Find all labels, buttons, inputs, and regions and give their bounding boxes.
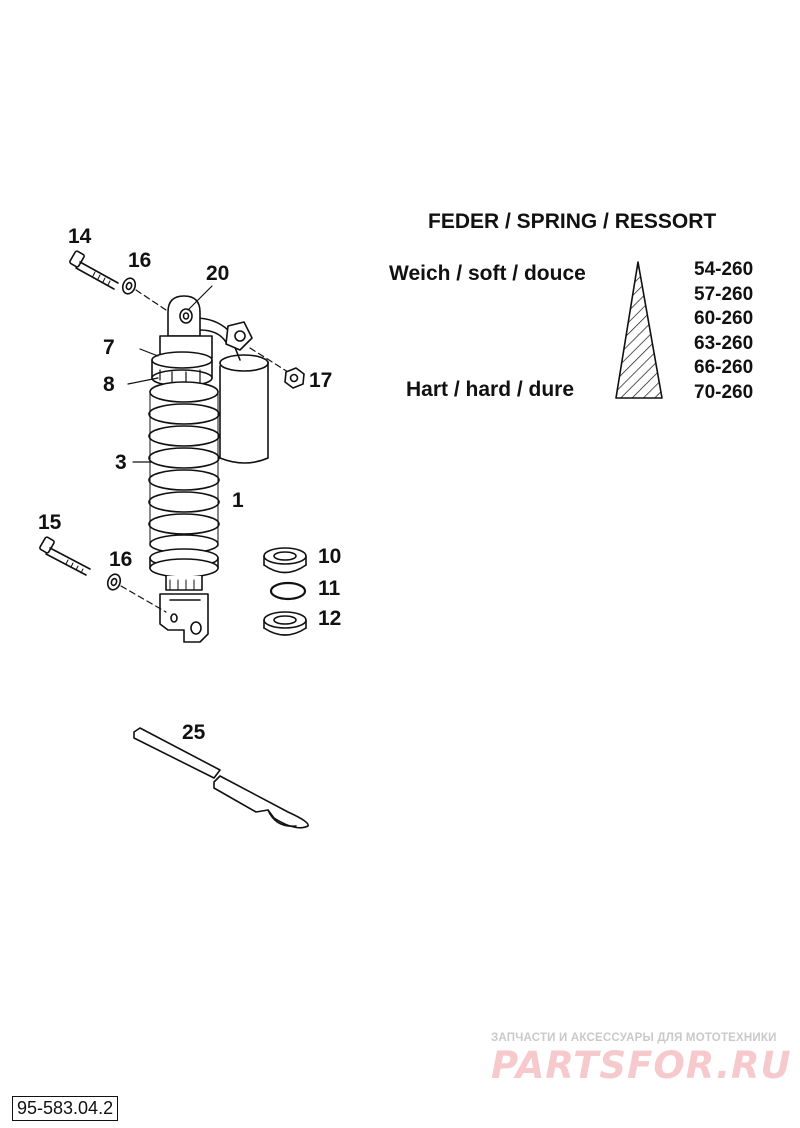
spring-table-title: FEDER / SPRING / RESSORT (428, 210, 717, 233)
spring-rate-item: 66-260 (694, 357, 754, 379)
callout-11: 11 (318, 577, 341, 600)
washer-top (121, 277, 137, 295)
callout-10: 10 (318, 545, 342, 568)
callout-3: 3 (115, 451, 127, 474)
callout-20: 20 (206, 262, 230, 285)
spring-rate-wedge (615, 261, 663, 399)
spring-coils (148, 381, 220, 554)
hook-spanner-25 (133, 727, 309, 829)
drawing-number: 95-583.04.2 (12, 1096, 119, 1121)
spring-rate-item: 70-260 (694, 381, 754, 403)
o-ring-11 (269, 581, 307, 601)
washer-bottom (106, 573, 122, 591)
callout-12: 12 (318, 607, 342, 630)
bushing-12 (263, 611, 307, 636)
callout-25: 25 (182, 721, 206, 744)
spring-rate-list: 54-260 57-260 60-260 63-260 66-260 70-26… (694, 258, 753, 406)
callout-1: 1 (232, 489, 244, 512)
shock-absorber (148, 295, 269, 643)
callout-8: 8 (103, 373, 115, 396)
bushing-10 (263, 547, 307, 574)
callout-16-top: 16 (128, 249, 152, 272)
spring-soft-label: Weich / soft / douce (389, 262, 586, 285)
callout-17: 17 (309, 369, 333, 392)
nut-17 (284, 367, 305, 389)
watermark-logo: PARTSFOR.RU (491, 1044, 792, 1087)
bolt-bottom (39, 536, 91, 576)
spring-hard-label: Hart / hard / dure (406, 378, 575, 401)
callout-7: 7 (103, 336, 115, 359)
bolt-top (69, 250, 119, 290)
spring-rate-item: 60-260 (694, 308, 754, 330)
spring-rate-item: 54-260 (694, 259, 754, 280)
spring-rate-item: 63-260 (694, 332, 754, 354)
callout-14: 14 (68, 225, 92, 248)
callout-16-bottom: 16 (109, 548, 133, 571)
watermark-tagline: ЗАПЧАСТИ И АКСЕССУАРЫ ДЛЯ МОТОТЕХНИКИ (491, 1032, 777, 1044)
callout-15: 15 (38, 511, 62, 534)
spring-rate-item: 57-260 (694, 283, 754, 305)
